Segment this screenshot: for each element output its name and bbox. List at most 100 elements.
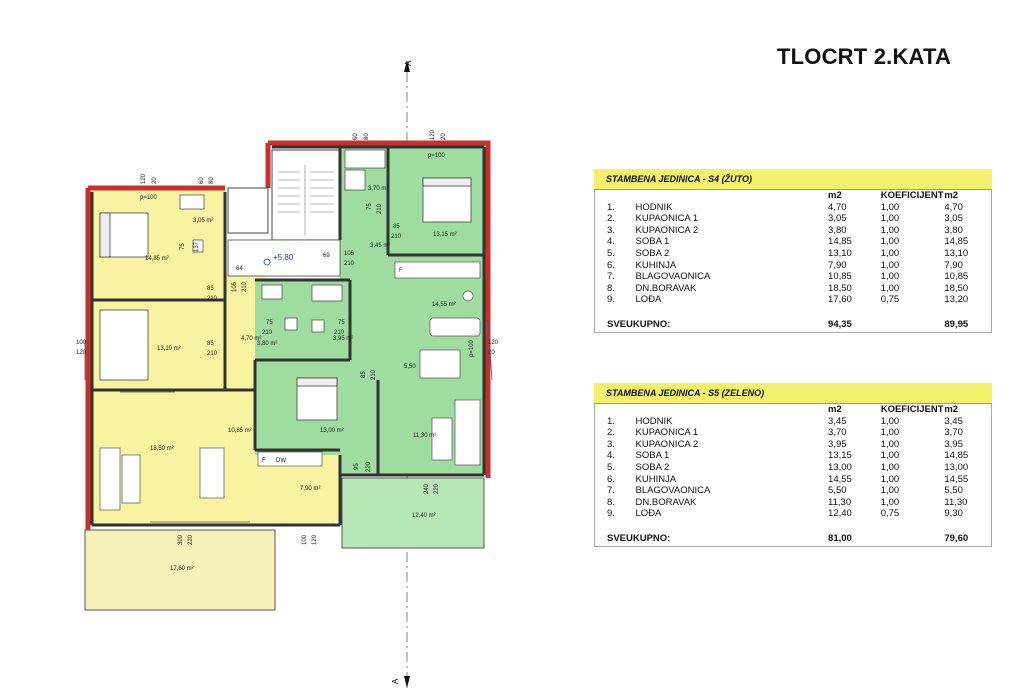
row-number: 4. <box>607 450 615 462</box>
dim-240: 240 <box>424 483 430 494</box>
row-number: 4. <box>607 236 615 248</box>
row-coefficient: 1,00 <box>880 213 900 225</box>
dim-210-b: 210 <box>207 351 218 357</box>
dim-85-a: 85 <box>207 286 214 292</box>
row-number: 8. <box>607 282 615 294</box>
row-area: 14,55 <box>828 473 852 485</box>
bathroom-fixtures <box>179 149 386 333</box>
row-coefficient: 1,00 <box>880 282 900 294</box>
row-weighted-area: 14,85 <box>944 236 969 248</box>
row-area: 7,90 <box>828 259 847 271</box>
area-g-loda: 12,40 m² <box>412 513 436 519</box>
row-area: 13,10 <box>828 247 852 259</box>
area-g-bor: 11,30 m² <box>413 433 436 439</box>
row-number: 8. <box>607 496 615 508</box>
area-g-kuh: 14,55 m² <box>432 302 456 308</box>
row-room-name: DN.BORAVAK <box>635 496 697 508</box>
total-label: SVEUKUPNO: <box>607 532 671 544</box>
row-room-name: KUHINJA <box>635 473 677 485</box>
dim-210-h: 210 <box>344 261 355 267</box>
floor-plan: A A <box>76 60 499 690</box>
row-weighted-area: 10,85 <box>944 271 969 283</box>
dim-80-b: 80 <box>364 133 370 140</box>
dim-210-e: 210 <box>334 330 345 336</box>
area-y-soba2: 13,10 m² <box>157 346 181 352</box>
col-koef: KOEFICIJENT <box>880 404 944 415</box>
dim-300: 300 <box>178 534 184 545</box>
dim-120-e: 120 <box>312 534 318 545</box>
row-area: 3,80 <box>828 224 847 236</box>
row-room-name: BLAGOVAONICA <box>635 485 711 497</box>
dim-100-b: 100 <box>302 534 308 545</box>
dim-220-b: 220 <box>434 483 440 494</box>
area-g-soba2: 13,00 m² <box>320 428 344 434</box>
area-g-soba1: 13,15 m² <box>433 232 457 238</box>
dim-20-c: 20 <box>488 350 495 356</box>
dim-60-a: 60 <box>199 177 205 184</box>
dim-210-f: 210 <box>377 203 383 214</box>
dim-75-c: 75 <box>338 320 345 326</box>
row-coefficient: 0,75 <box>880 508 900 520</box>
section-mark-top: A <box>404 60 413 66</box>
fixture-f-yellow: F <box>262 458 266 464</box>
page-title: TLOCRT 2.KATA <box>777 44 952 69</box>
row-weighted-area: 4,70 <box>944 201 963 213</box>
row-area: 13,00 <box>828 461 852 473</box>
dim-210-d: 210 <box>262 330 273 336</box>
row-room-name: LOĐA <box>635 294 662 306</box>
row-area: 13,15 <box>828 450 852 462</box>
dim-p100-c: p=100 <box>469 339 475 357</box>
row-coefficient: 1,00 <box>880 450 900 462</box>
col-m2: m2 <box>828 190 842 201</box>
row-number: 6. <box>607 259 615 271</box>
dim-210-a: 210 <box>207 296 218 302</box>
row-area: 11,30 <box>828 496 852 508</box>
row-weighted-area: 14,85 <box>944 450 969 462</box>
col-m2b: m2 <box>944 404 959 415</box>
row-area: 5,50 <box>828 485 847 497</box>
dim-210-c: 210 <box>242 281 248 292</box>
row-room-name: DN.BORAVAK <box>635 282 697 294</box>
common-landing <box>227 239 341 277</box>
dim-85-d: 85 <box>361 371 367 378</box>
beds <box>99 177 472 421</box>
dim-210-i: 210 <box>371 369 377 380</box>
area-y-blag: 10,85 m² <box>228 428 252 434</box>
row-room-name: HODNIK <box>635 201 673 213</box>
total-m2: 94,35 <box>828 318 852 330</box>
row-number: 2. <box>607 427 615 439</box>
row-area: 18,50 <box>828 282 852 294</box>
row-weighted-area: 7,90 <box>944 259 963 271</box>
row-number: 9. <box>607 294 615 306</box>
total-value: 89,95 <box>944 318 969 330</box>
row-coefficient: 1,00 <box>880 473 900 485</box>
col-m2: m2 <box>828 404 842 415</box>
total-m2: 81,00 <box>828 532 852 544</box>
row-coefficient: 1,00 <box>880 427 900 439</box>
row-area: 3,70 <box>828 427 847 439</box>
fixture-dw-yellow: DW <box>276 458 286 464</box>
section-arrow-top-icon <box>404 60 410 72</box>
area-y-loda: 17,60 m² <box>170 566 194 572</box>
area-g-kup2: 3,95 m² <box>333 336 353 342</box>
dim-80-a: 80 <box>209 177 215 184</box>
row-area: 14,85 <box>828 236 852 248</box>
row-coefficient: 0,75 <box>880 294 900 306</box>
area-y-soba1: 14,85 m² <box>145 256 169 262</box>
dim-85-b: 85 <box>207 341 214 347</box>
dim-75-d: 75 <box>367 203 373 210</box>
row-coefficient: 1,00 <box>880 461 900 473</box>
row-area: 17,60 <box>828 294 852 306</box>
row-number: 3. <box>607 438 615 450</box>
col-koef: KOEFICIJENT <box>880 190 944 201</box>
row-number: 7. <box>607 271 615 283</box>
row-weighted-area: 13,10 <box>944 247 969 259</box>
row-coefficient: 1,00 <box>880 438 900 450</box>
